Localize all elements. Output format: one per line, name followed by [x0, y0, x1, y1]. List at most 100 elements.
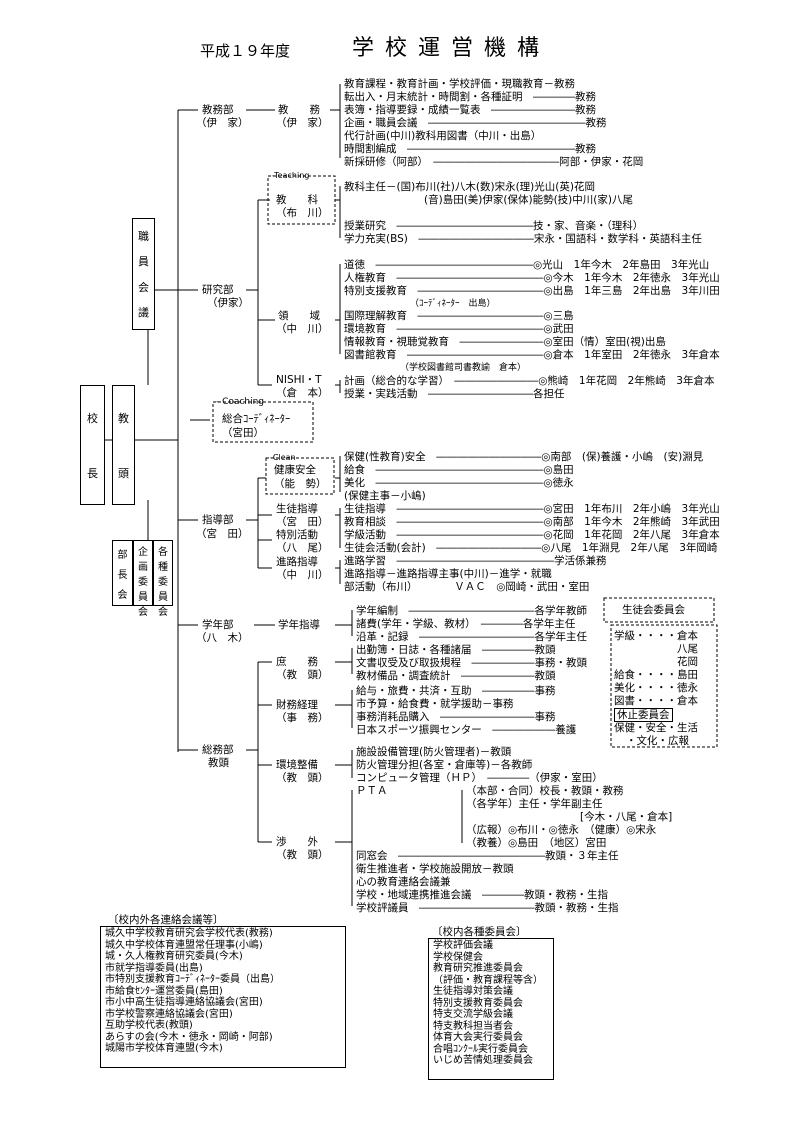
item-kyomu: 時間割編成 ――――――――――――――――教務 — [344, 143, 596, 155]
external-meeting-row: 市学校警察連絡協議会(宮田) — [105, 1008, 233, 1020]
coaching-tag: - Coaching — [216, 397, 264, 407]
item-kankyo: 防火管理分担(各室・倉庫等)－各教師 — [356, 759, 533, 771]
item-kyomu: 教育課程・教育計画・学校評価・現職教育－教務 — [344, 78, 575, 90]
item-shido: 学級活動 ――――――――――――――◎花岡 1年花岡 2年八尾 3年倉本 — [344, 529, 720, 541]
dept-somu: 総務部 — [202, 744, 234, 756]
planning-committee-box: 企画委員会 — [133, 540, 153, 618]
item-pta: （教養）◎島田 （地区）宮田 — [466, 837, 607, 849]
item-shomu: 文書収受及び取扱規程 ――――――事務・教頭 — [356, 657, 587, 669]
sub-zaimu-head: （事 務） — [276, 712, 329, 724]
internal-committee-row: 生徒指導対策会議 — [433, 986, 513, 997]
sub-kankyo: 環境整備 — [276, 759, 318, 771]
item-kyoka: 教科主任－(国)布川(社)八木(数)宋永(理)光山(英)花岡 — [344, 181, 595, 193]
item-kyoka: 授業研究 ―――――――――――――技・家、音楽・（理科） — [344, 220, 644, 232]
external-meeting-row: 城久中学校教育研究会学校代表(教務) — [105, 928, 273, 939]
internal-committee-row: 特支交流学級会議 — [433, 1009, 513, 1020]
dept-heads-box: 部長会 — [112, 540, 133, 606]
pta-label: ＰＴＡ — [356, 785, 388, 797]
item-kyoka: 学力充実(BS) ―――――――――――宋永・国語科・数学科・英語科主任 — [344, 233, 702, 245]
internal-committee-row: 合唱ｺﾝｸｰﾙ実行委員会 — [433, 1043, 528, 1055]
sub-kenko-head: （能 勢） — [274, 478, 327, 490]
item-nishi: 授業・実践活動 ――――――――――各担任 — [344, 388, 565, 400]
sub-kankyo-head: （教 頭） — [276, 772, 329, 784]
item-zaimu: 日本スポーツ振興センター ――――――養護 — [356, 724, 577, 736]
dept-shido-head: （宮 田） — [196, 528, 249, 540]
item-gakunen: 沿革・記録 ―――――――――――各学年主任 — [356, 631, 587, 643]
item-shogai: 学校評議員 ―――――――――――教頭・教務・生指 — [356, 902, 619, 914]
item-zaimu: 市予算・給食費・就学援助－事務 — [356, 698, 514, 710]
internal-committee-row: 特支教科担当者会 — [433, 1020, 513, 1032]
vice-principal-box: 教 頭 — [112, 385, 135, 505]
item-shogai: 衛生推進者・学校施設開放－教頭 — [356, 863, 514, 875]
sub-kyomu: 教 務 — [278, 104, 320, 116]
item-kyomu: 転出入・月末統計・時間割・各種証明 ――――教務 — [344, 91, 596, 103]
item-shomu: 教材備品・調査統計 ―――――――教頭 — [356, 670, 556, 682]
sub-nishi: NISHI・T — [276, 374, 322, 386]
internal-committee-row: 学校保健会 — [433, 951, 483, 963]
sub-seito: 生徒指導 — [276, 503, 318, 515]
item-gakunen: 諸費(学年・学級、教材） ――――各学年主任 — [356, 618, 576, 630]
item-kyomu: 新採研修（阿部） ――――――――――――阿部・伊家・花岡 — [344, 156, 644, 168]
student-council-row: ・文化・広報 — [626, 735, 689, 747]
student-council-row: 八尾 — [614, 643, 698, 655]
student-council-row: 保健・安全・生活 — [614, 722, 698, 734]
item-kyomu: 代行計画(中川)教科用図書（中川・出島） — [344, 130, 542, 142]
item-ryoiki: 道徳 ―――――――――――――――◎光山 1年今木 2年島田 3年光山 — [344, 259, 710, 271]
item-shido: 進路学習 ―――――――――――――――学活係兼務 — [344, 555, 607, 567]
sub-ryoiki: 領 域 — [278, 310, 320, 322]
item-kyoka: (音)島田(美)伊家(保体)能勢(技)中川(家)八尾 — [424, 194, 633, 206]
item-zaimu: 給与・旅費・共済・互助 ―――――事務 — [356, 685, 556, 697]
sub-zaimu: 財務経理 — [276, 699, 318, 711]
sub-gakunen-shido: 学年指導 — [278, 619, 320, 631]
external-meeting-row: 城陽市学校体育連盟(今木) — [105, 1043, 223, 1054]
sub-nishi-head: （倉 本） — [276, 387, 329, 399]
sub-tokkatsu-head: （八 尾） — [276, 542, 329, 554]
item-kyomu: 企画・職員会議 ―――――――――――――――教務 — [344, 117, 607, 129]
dept-shido: 指導部 — [202, 514, 234, 526]
page-title: 学 校 運 営 機 構 — [352, 36, 541, 61]
item-kenko: 美化 ――――――――――――――――◎徳永 — [344, 477, 574, 489]
student-council-row: 美化・・・・徳永 — [614, 682, 698, 694]
suspended-committee: 休止委員会 — [614, 708, 673, 722]
item-shogai: 心の教育連絡会議兼 — [356, 876, 451, 888]
staff-meeting-box: 職 員 会 議 — [132, 218, 155, 330]
item-shido: 進路指導－進路指導主事(中川)－進学・就職 — [344, 568, 552, 580]
dept-gakunen: 学年部 — [202, 619, 234, 631]
external-meeting-row: 市就学指導委員(出島) — [105, 962, 203, 974]
sub-shogai-head: （教 頭） — [276, 849, 329, 861]
dept-sogo: 総合ｺｰﾃﾞｨﾈｰﾀｰ — [222, 413, 291, 425]
item-ryoiki: （ｺｰﾃﾞｨﾈｰﾀｰ 出島） — [410, 299, 496, 309]
item-ryoiki: 国際理解教育 ――――――――――――◎三島 — [344, 310, 574, 322]
item-ryoiki: 図書館教育 ―――――――――――――◎倉本 1年室田 2年徳永 3年倉本 — [344, 349, 720, 361]
dept-kyomu: 教務部 — [202, 104, 234, 116]
internal-committee-row: 体育大会実行委員会 — [433, 1032, 523, 1043]
student-council-row: 花岡 — [614, 656, 698, 668]
dept-kenkyu: 研究部 — [202, 284, 234, 296]
internal-committee-row: （評価・教育課程等含） — [433, 974, 543, 986]
item-shido: 部活動（布川） ＶＡＣ ◎岡崎・武田・室田 — [344, 581, 590, 593]
internal-committees-box: 学校評価会議 学校保健会 教育研究推進委員会 （評価・教育課程等含） 生徒指導対… — [428, 938, 554, 1080]
teaching-tag: -Teaching — [272, 171, 310, 180]
external-meeting-row: 市特別支援教育ｺｰﾃﾞｨﾈｰﾀｰ委員（出島） — [105, 974, 280, 985]
student-council-row: 学級・・・・倉本 — [614, 630, 698, 642]
clean-tag: -Clean — [270, 453, 296, 462]
item-shido: 生徒指導 ――――――――――――――◎宮田 1年布川 2年小嶋 3年光山 — [344, 503, 720, 515]
dept-sogo-head: （宮田） — [222, 427, 264, 439]
student-council-row: 図書・・・・倉本 — [614, 695, 698, 707]
item-shogai: 同窓会 ――――――――――――――教頭・３年主任 — [356, 850, 619, 862]
dept-kenkyu-head: （伊家） — [207, 297, 249, 309]
internal-committees-title: 〔校内各種委員会〕 — [432, 926, 527, 938]
item-kenko: 保健(性教育)安全 ――――――――――◎南部 (保)養護・小嶋 (安)淵見 — [344, 451, 704, 463]
principal-box: 校 長 — [80, 385, 105, 505]
item-kenko: (保健主事－小嶋) — [344, 490, 426, 502]
item-kankyo: コンピュータ管理（ＨＰ） ――――（伊家・室田） — [356, 772, 603, 784]
item-ryoiki: （学校図書館司書教諭 倉本） — [400, 363, 527, 373]
item-kankyo: 施設設備管理(防火管理者)－教頭 — [356, 746, 512, 758]
item-pta: （広報）◎布川・◎徳永 （健康）◎宋永 — [466, 824, 657, 836]
sub-shinro: 進路指導 — [276, 556, 318, 568]
item-ryoiki: 特別支援教育 ――――――――――――◎出島 1年三島 2年出島 3年川田 — [344, 285, 720, 297]
year-label: 平成１９年度 — [200, 42, 291, 60]
item-pta: （本部・合同）校長・教頭・教務 — [466, 785, 624, 797]
internal-committee-row: 特別支援教育委員会 — [433, 997, 523, 1009]
sub-shomu: 庶 務 — [276, 656, 318, 668]
